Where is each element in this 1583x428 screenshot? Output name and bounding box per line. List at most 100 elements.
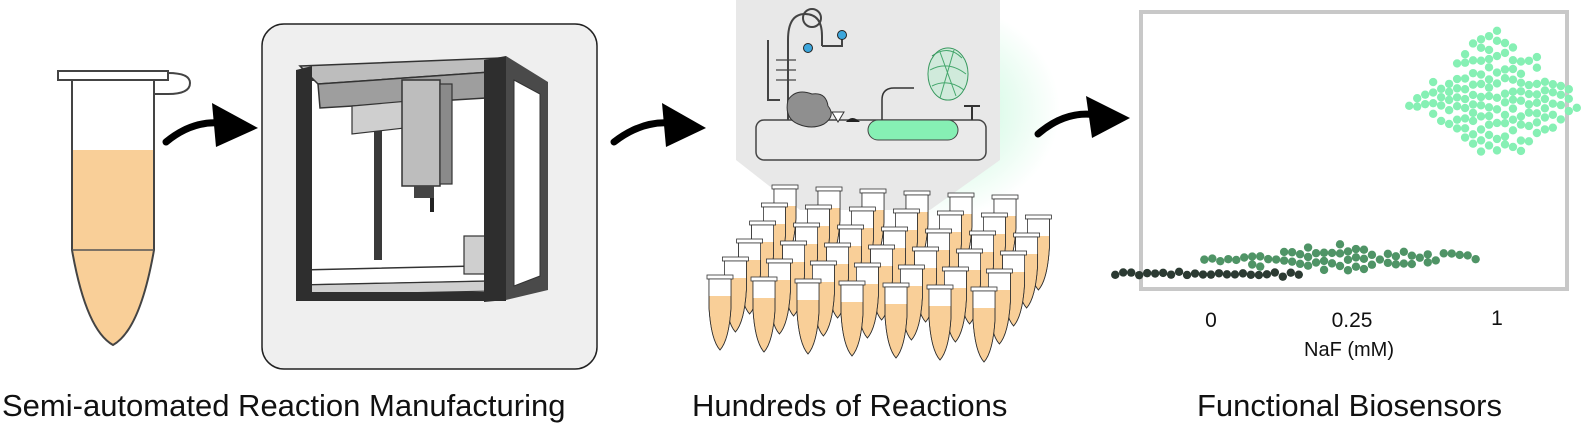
data-point xyxy=(1428,98,1438,108)
data-point xyxy=(1439,249,1448,258)
data-point xyxy=(1270,268,1280,277)
reaction-tube xyxy=(750,276,778,353)
data-point xyxy=(1351,244,1361,254)
data-point xyxy=(1208,254,1217,263)
data-point xyxy=(1420,90,1430,99)
data-point xyxy=(1444,87,1454,97)
data-point xyxy=(1540,125,1550,134)
data-point xyxy=(1428,88,1438,97)
data-point xyxy=(1460,50,1470,59)
robot-icon xyxy=(261,23,598,370)
data-point xyxy=(1556,81,1566,91)
data-point xyxy=(1248,260,1257,269)
data-point xyxy=(1564,85,1574,94)
data-point xyxy=(1524,89,1534,99)
data-point xyxy=(1463,251,1472,260)
data-point xyxy=(1532,98,1542,108)
data-point xyxy=(1214,269,1224,278)
data-point xyxy=(1420,99,1430,109)
data-point xyxy=(1516,96,1526,105)
data-point xyxy=(1468,100,1478,109)
data-point xyxy=(1564,106,1574,116)
data-point xyxy=(1232,255,1241,265)
tube-icon xyxy=(57,70,192,347)
data-point xyxy=(1548,110,1558,119)
data-point xyxy=(1119,268,1128,277)
data-point xyxy=(1556,90,1566,99)
data-point xyxy=(1444,119,1454,129)
data-point xyxy=(1452,115,1462,124)
data-point xyxy=(1556,115,1566,124)
data-point xyxy=(1455,250,1464,260)
data-point xyxy=(1423,258,1432,267)
data-point xyxy=(1335,261,1345,271)
data-point xyxy=(1182,270,1192,280)
x-tick-label: 1 xyxy=(1491,307,1503,330)
data-point xyxy=(1343,255,1353,264)
data-point xyxy=(1524,56,1534,65)
data-point xyxy=(1540,113,1550,122)
data-point xyxy=(1476,43,1486,52)
data-point xyxy=(1500,48,1510,58)
data-point xyxy=(1460,94,1470,104)
data-point xyxy=(1452,93,1462,102)
data-point xyxy=(1240,253,1249,262)
reaction-tube xyxy=(838,280,866,357)
data-point xyxy=(1548,80,1558,89)
data-point xyxy=(1224,254,1233,264)
data-point xyxy=(1319,248,1329,257)
data-point xyxy=(1492,79,1502,88)
data-point xyxy=(1431,256,1440,265)
data-point xyxy=(1335,240,1345,249)
data-point xyxy=(1548,99,1558,108)
data-point xyxy=(1391,252,1401,261)
data-point xyxy=(1492,68,1502,77)
data-point xyxy=(1516,112,1526,121)
data-point xyxy=(1484,141,1494,150)
data-point xyxy=(1492,146,1502,155)
data-point xyxy=(1460,133,1470,142)
data-point xyxy=(1248,252,1257,261)
data-point xyxy=(1271,255,1281,264)
data-point xyxy=(1256,262,1265,271)
data-point xyxy=(1524,137,1534,146)
data-point xyxy=(1256,252,1265,261)
data-point xyxy=(1216,256,1225,266)
caption-reactions: Hundreds of Reactions xyxy=(692,388,1008,423)
data-point xyxy=(1383,258,1393,268)
data-point xyxy=(1484,31,1494,41)
data-point xyxy=(1500,74,1510,83)
arrow-icon xyxy=(1034,96,1130,138)
data-point xyxy=(1516,57,1526,66)
data-point xyxy=(1319,265,1329,275)
data-point xyxy=(1508,142,1518,152)
data-point xyxy=(1484,83,1494,92)
data-point xyxy=(1198,270,1208,279)
data-point xyxy=(1556,100,1566,110)
data-point xyxy=(1460,58,1470,67)
data-point xyxy=(1150,269,1160,278)
data-point xyxy=(1508,64,1518,74)
data-point xyxy=(1540,94,1550,104)
data-point xyxy=(1468,108,1478,118)
data-point xyxy=(1436,101,1446,110)
data-point xyxy=(1484,63,1494,72)
data-point xyxy=(1468,130,1478,139)
data-point xyxy=(1468,39,1478,48)
data-point xyxy=(1532,118,1542,127)
data-point xyxy=(1500,118,1510,128)
data-point xyxy=(1142,268,1152,278)
data-point xyxy=(1524,100,1534,109)
data-point xyxy=(1484,103,1494,112)
data-point xyxy=(1572,103,1582,113)
data-point xyxy=(1468,90,1478,100)
data-point xyxy=(1476,70,1486,79)
data-point xyxy=(1484,120,1494,129)
data-point xyxy=(1303,261,1313,270)
data-point xyxy=(1444,95,1454,105)
data-point xyxy=(1508,126,1518,135)
data-point xyxy=(1492,134,1502,144)
data-point xyxy=(1492,36,1502,46)
data-point xyxy=(1508,75,1518,84)
